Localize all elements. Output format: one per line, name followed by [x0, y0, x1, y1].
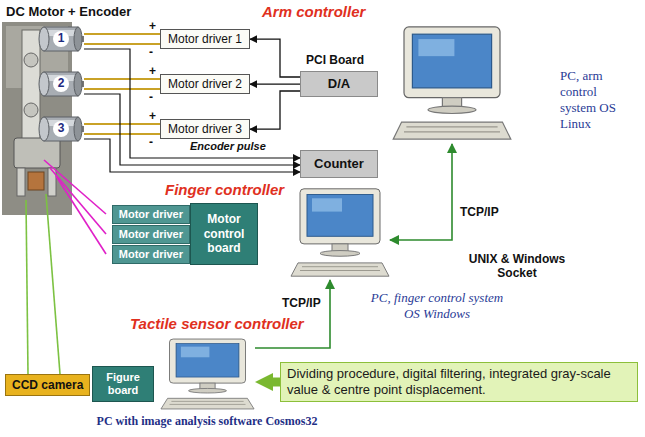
- dc-motor: 1: [38, 26, 84, 52]
- motor-end: [74, 72, 82, 96]
- camera-wire: [26, 200, 28, 374]
- box-text: Motor control board: [197, 212, 251, 255]
- motor-end: [39, 72, 49, 96]
- robot-finger: [17, 168, 25, 196]
- computer-symbol: [290, 185, 390, 280]
- box-text: Motor driver 3: [168, 122, 242, 136]
- computer-icon: PC with image analysis software Cosmos32: [160, 336, 255, 412]
- monitor: [300, 189, 380, 244]
- section-title: Tactile sensor controller: [130, 315, 304, 332]
- connector-line: [84, 94, 300, 165]
- motor-driver-box: Motor driver: [112, 245, 190, 264]
- connector-line: [84, 139, 300, 172]
- motor-driver-box: Motor driver 1: [160, 29, 250, 49]
- edge-label: +: [147, 109, 158, 123]
- robot-finger: [48, 168, 56, 196]
- motor-driver-box: Motor driver 3: [160, 119, 250, 139]
- connector-line: [84, 49, 300, 158]
- callout-number: 1: [53, 31, 69, 47]
- connector-line: [250, 39, 300, 77]
- robot-hand: [14, 138, 60, 168]
- screen: [412, 34, 491, 88]
- keyboard: [291, 263, 389, 276]
- computer-caption: PC, finger control system OS Windows: [362, 290, 512, 322]
- protocol-label: UNIX & Windows Socket: [462, 252, 572, 280]
- box-text: Figure board: [99, 371, 147, 397]
- callout-number: 2: [53, 76, 69, 92]
- dc-motor: 2: [38, 71, 84, 97]
- monitor-base: [320, 251, 360, 257]
- edge-label: -: [147, 90, 155, 104]
- motor-end: [39, 27, 49, 51]
- motor-driver-box: Motor driver 2: [160, 74, 250, 94]
- edge-label: +: [147, 64, 158, 78]
- figure-board-box: Figure board: [92, 366, 154, 402]
- computer-icon: PC, finger control system OS Windows: [290, 185, 390, 280]
- connector-line: [255, 280, 330, 348]
- screen-glare: [418, 39, 454, 56]
- signal-label: Encoder pulse: [190, 140, 266, 152]
- part-label: PCI Board: [306, 53, 364, 67]
- monitor: [170, 339, 246, 383]
- connector-line: [250, 91, 300, 129]
- computer-icon: PC, arm control system OS Linux: [392, 22, 512, 144]
- camera-box: CCD camera: [5, 374, 90, 396]
- edge-label: -: [147, 45, 155, 59]
- part-label: DC Motor + Encoder: [6, 4, 131, 19]
- connector-line: [273, 378, 280, 387]
- edge-label: -: [147, 135, 155, 149]
- screen-glare: [312, 198, 342, 211]
- finger-wire: [50, 168, 106, 234]
- note-box: Dividing procedure, digital filtering, i…: [280, 362, 638, 402]
- control-board-box: Motor control board: [190, 203, 258, 265]
- dc-motor: 3: [38, 116, 84, 142]
- computer-caption: PC, arm control system OS Linux: [560, 68, 635, 132]
- box-text: Counter: [314, 156, 364, 172]
- screen: [307, 195, 373, 237]
- box-text: CCD camera: [12, 378, 83, 392]
- keyboard: [161, 398, 254, 409]
- motor-end: [74, 117, 82, 141]
- section-title: Arm controller: [262, 3, 365, 20]
- keyboard-keys: [404, 127, 500, 132]
- box-text: Motor driver: [119, 248, 183, 261]
- motor-end: [74, 27, 82, 51]
- box-text: Motor driver 2: [168, 77, 242, 91]
- monitor-base: [189, 388, 227, 393]
- motor-driver-box: Motor driver: [112, 205, 190, 224]
- robot-arm: [22, 30, 40, 140]
- arm-joint: [24, 53, 38, 67]
- edge-label: TCP/IP: [458, 205, 501, 219]
- pci-channel-box: Counter: [300, 150, 378, 178]
- monitor-base: [428, 106, 476, 113]
- keyboard-keys: [170, 401, 246, 404]
- section-title: Finger controller: [165, 181, 284, 198]
- box-text: D/A: [328, 76, 350, 92]
- tactile-sensor: [28, 172, 44, 190]
- camera-wire: [46, 194, 60, 374]
- motor-driver-box: Motor driver: [112, 225, 190, 244]
- box-text: Motor driver 1: [168, 32, 242, 46]
- edge-label: TCP/IP: [280, 296, 323, 310]
- callout-number: 3: [53, 121, 69, 137]
- motor-end: [39, 117, 49, 141]
- box-text: Motor driver: [119, 228, 183, 241]
- edge-label: +: [147, 19, 158, 33]
- screen-glare: [181, 347, 210, 358]
- keyboard: [393, 122, 511, 139]
- connector-line: [250, 84, 300, 85]
- monitor: [404, 27, 500, 98]
- finger-wire: [56, 176, 106, 254]
- computer-symbol: [392, 22, 512, 144]
- computer-symbol: [160, 336, 255, 412]
- box-text: Motor driver: [119, 208, 183, 221]
- arm-joint: [24, 103, 38, 117]
- pci-channel-box: D/A: [300, 71, 378, 97]
- screen: [176, 344, 239, 377]
- computer-caption: PC with image analysis software Cosmos32: [57, 414, 357, 429]
- connector-line: [390, 144, 452, 240]
- keyboard-keys: [300, 267, 380, 271]
- box-text: Dividing procedure, digital filtering, i…: [287, 366, 631, 397]
